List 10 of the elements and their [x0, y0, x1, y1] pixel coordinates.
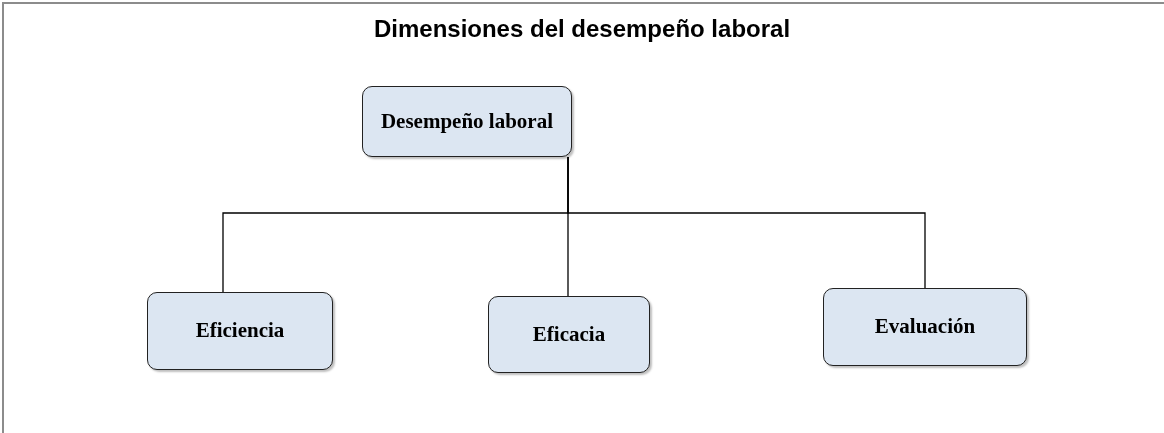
process-box: [147, 292, 333, 370]
process-box: [362, 86, 572, 157]
box-label: Evaluación: [874, 313, 976, 341]
diagram-title: Dimensiones del desempeño laboral: [372, 14, 792, 44]
box-label: Desempeño laboral: [380, 107, 554, 135]
box-label: Eficacia: [532, 320, 606, 348]
box-label: Eficiencia: [195, 317, 285, 345]
process-box: [823, 288, 1027, 366]
process-box: [488, 296, 650, 373]
connector-line: [567, 156, 926, 289]
